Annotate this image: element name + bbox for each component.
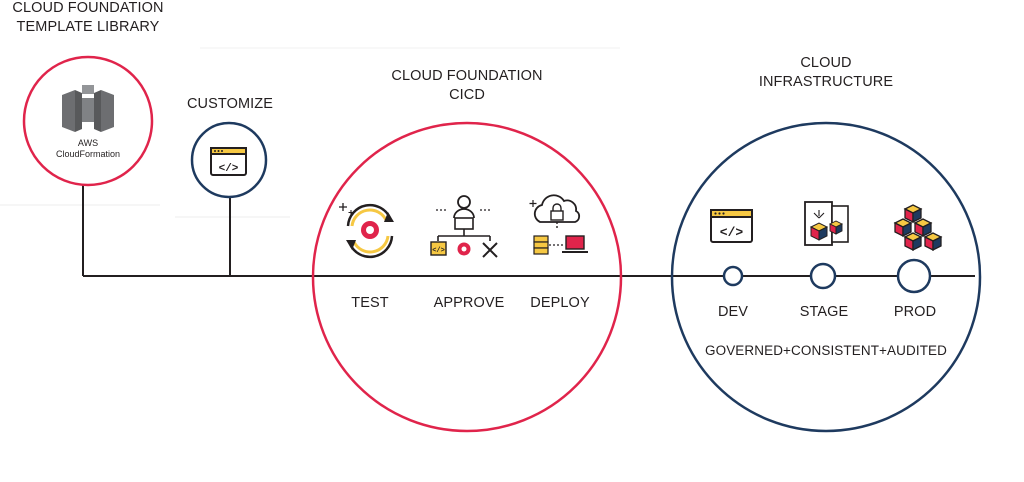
svg-text:</>: </> <box>219 163 239 175</box>
cicd-title: CLOUD FOUNDATION CICD <box>355 67 579 105</box>
cloud-lock-deploy-icon <box>529 194 588 255</box>
staging-panel-icon <box>804 201 849 246</box>
infrastructure-circle <box>670 121 982 433</box>
aws-cloudformation-icon <box>62 85 114 132</box>
template-library-title: CLOUD FOUNDATION TEMPLATE LIBRARY <box>0 0 176 37</box>
aws-cloudformation-caption: AWS CloudFormation <box>48 138 128 160</box>
step-label-approve: APPROVE <box>433 295 505 311</box>
dev-node <box>722 265 744 287</box>
code-window-icon: </> <box>710 209 753 243</box>
gear-cycle-icon <box>339 203 394 259</box>
step-label-deploy: DEPLOY <box>530 295 590 311</box>
svg-text:</>: </> <box>720 225 744 240</box>
cube-stack-icon <box>893 204 943 252</box>
template-library-title-line1: CLOUD FOUNDATION <box>12 0 164 16</box>
infrastructure-title-line2: INFRASTRUCTURE <box>758 74 894 90</box>
stage-label-dev: DEV <box>717 304 749 320</box>
infrastructure-title: CLOUD INFRASTRUCTURE <box>730 54 922 92</box>
aws-caption-line1: AWS <box>77 138 99 148</box>
template-library-title-line2: TEMPLATE LIBRARY <box>16 19 160 35</box>
svg-text:</>: </> <box>432 247 445 255</box>
cicd-circle <box>311 121 623 433</box>
infrastructure-title-line1: CLOUD <box>800 55 852 71</box>
aws-caption-line2: CloudFormation <box>55 149 121 159</box>
code-window-icon: </> <box>210 147 247 176</box>
customize-title: CUSTOMIZE <box>186 96 274 112</box>
step-label-test: TEST <box>351 295 389 311</box>
stage-label-prod: PROD <box>893 304 937 320</box>
prod-node <box>896 258 932 294</box>
cicd-title-line1: CLOUD FOUNDATION <box>391 68 543 84</box>
governance-footer: GOVERNED+CONSISTENT+AUDITED <box>705 343 947 358</box>
cicd-title-line2: CICD <box>449 87 485 103</box>
person-approval-tree-icon: </> <box>430 195 498 258</box>
stage-label-stage: STAGE <box>799 304 849 320</box>
stage-node <box>809 262 837 290</box>
